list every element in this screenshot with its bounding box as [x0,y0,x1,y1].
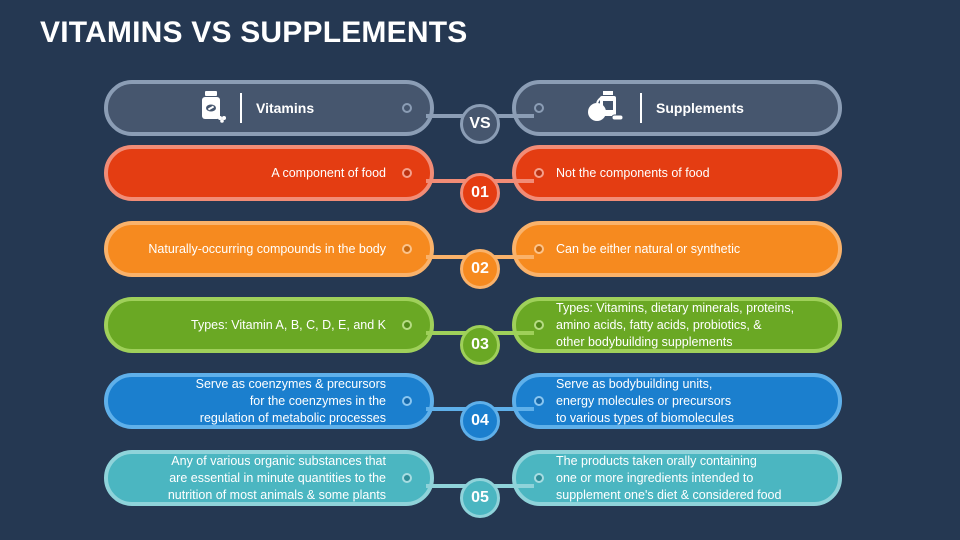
vitamins-cell-text: A component of food [271,165,386,180]
connector-dot [402,168,412,178]
connector-dot [402,320,412,330]
apple-supplement-icon [586,90,626,126]
connector-dot [402,396,412,406]
vs-badge: VS [460,104,500,144]
connector-dot [534,103,544,113]
vitamins-cell: Types: Vitamin A, B, C, D, E, and K [104,297,434,353]
supplements-cell-text: Not the components of food [556,165,710,180]
vitamins-cell: Serve as coenzymes & precursors for the … [104,373,434,429]
vitamins-cell-text: Types: Vitamin A, B, C, D, E, and K [191,317,386,332]
supplements-label: Supplements [656,100,744,116]
connector-dot [534,473,544,483]
vitamin-bottle-icon [200,90,226,126]
row-number-badge: 03 [460,325,500,365]
vitamins-header-pill: Vitamins [104,80,434,136]
connector-dot [534,244,544,254]
vitamins-cell: A component of food [104,145,434,201]
vitamins-cell: Any of various organic substances that a… [104,450,434,506]
row-number-badge: 02 [460,249,500,289]
supplements-cell-text: Types: Vitamins, dietary minerals, prote… [556,300,795,349]
vitamins-cell-text: Naturally-occurring compounds in the bod… [148,241,386,256]
connector-dot [402,473,412,483]
row-number-badge: 04 [460,401,500,441]
supplements-cell: Can be either natural or synthetic [512,221,842,277]
connector-dot [402,244,412,254]
connector-dot [402,103,412,113]
header-divider [640,93,642,123]
supplements-cell: Serve as bodybuilding units, energy mole… [512,373,842,429]
vitamins-cell-text: Any of various organic substances that a… [167,453,386,502]
vitamins-cell-text: Serve as coenzymes & precursors for the … [195,376,386,425]
slide-title: VITAMINS VS SUPPLEMENTS [40,16,468,49]
supplements-cell: The products taken orally containing one… [512,450,842,506]
supplements-cell-text: Can be either natural or synthetic [556,241,741,256]
row-number-badge: 01 [460,173,500,213]
connector-dot [534,320,544,330]
vitamins-label: Vitamins [256,100,315,116]
header-divider [240,93,242,123]
connector-dot [534,396,544,406]
supplements-cell: Types: Vitamins, dietary minerals, prote… [512,297,842,353]
row-number-badge: 05 [460,478,500,518]
supplements-cell-text: The products taken orally containing one… [556,453,782,502]
supplements-cell-text: Serve as bodybuilding units, energy mole… [556,376,734,425]
supplements-cell: Not the components of food [512,145,842,201]
connector-dot [534,168,544,178]
supplements-header-pill: Supplements [512,80,842,136]
vitamins-cell: Naturally-occurring compounds in the bod… [104,221,434,277]
